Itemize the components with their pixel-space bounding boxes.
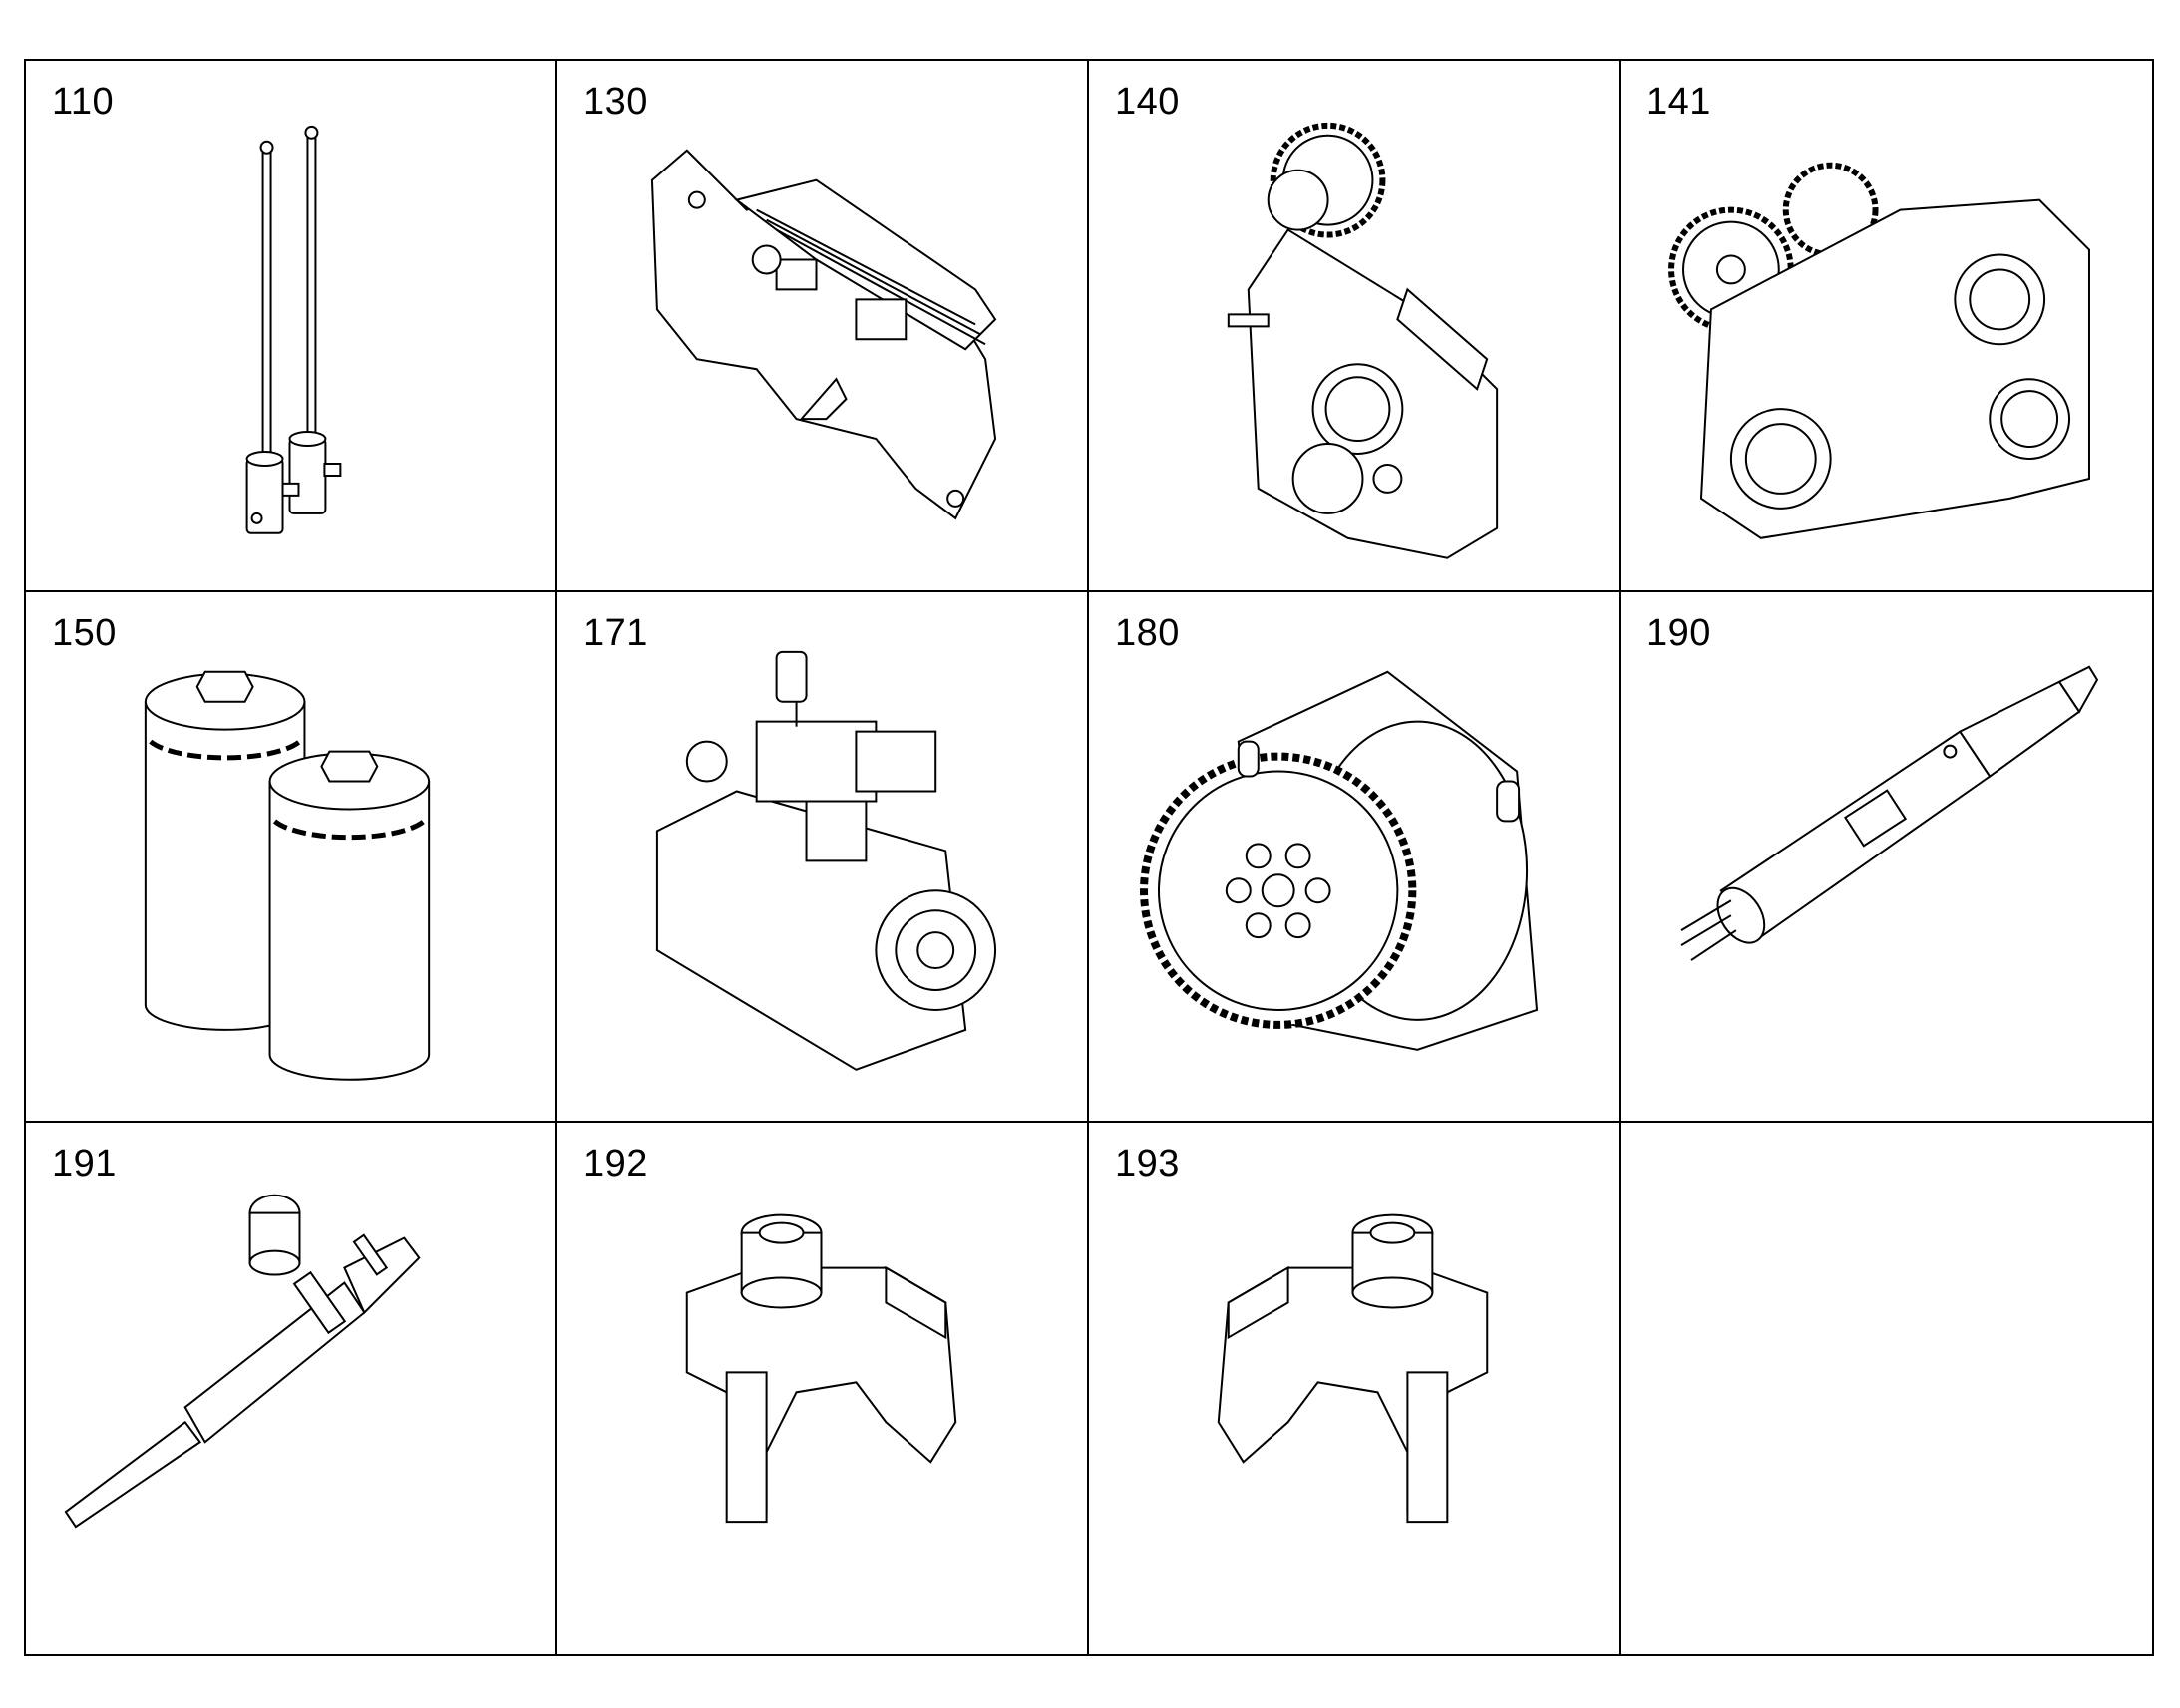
part-cell-130[interactable]: 130 — [557, 61, 1089, 592]
part-number: 130 — [583, 81, 648, 123]
oil-filters-icon — [26, 592, 555, 1122]
part-cell-192[interactable]: 192 — [557, 1123, 1089, 1654]
clamp-fork-icon — [557, 1123, 1087, 1654]
part-cell-140[interactable]: 140 — [1089, 61, 1621, 592]
part-number: 191 — [52, 1143, 117, 1186]
part-cell-191[interactable]: 191 — [26, 1123, 557, 1654]
part-number: 190 — [1646, 611, 1711, 654]
part-cell-141[interactable]: 141 — [1621, 61, 2152, 592]
gear-pump-icon — [1089, 592, 1619, 1122]
push-rods-icon — [26, 61, 555, 590]
gear-housing-icon — [1089, 61, 1619, 590]
clamp-fork-mirrored-icon — [1089, 1123, 1619, 1654]
part-cell-193[interactable]: 193 — [1089, 1123, 1621, 1654]
part-number: 141 — [1646, 81, 1711, 123]
part-number: 180 — [1115, 611, 1180, 654]
part-number: 192 — [583, 1143, 648, 1186]
part-cell-180[interactable]: 180 — [1089, 591, 1621, 1124]
part-number: 193 — [1115, 1143, 1180, 1186]
high-pressure-pump-icon — [557, 592, 1087, 1122]
part-number: 140 — [1115, 81, 1180, 123]
part-cell-171[interactable]: 171 — [557, 591, 1089, 1124]
part-number: 110 — [52, 81, 115, 123]
part-cell-190[interactable]: 190 — [1621, 592, 2152, 1124]
manifold-housing-icon — [557, 61, 1087, 590]
part-number: 171 — [583, 611, 648, 654]
injector-nozzle-icon — [26, 1123, 555, 1654]
gear-housing-assembly-icon — [1621, 61, 2152, 590]
injector-icon — [1621, 592, 2152, 1122]
part-cell-150[interactable]: 150 — [26, 591, 557, 1124]
parts-grid: 110 130 — [24, 59, 2154, 1656]
empty-cell — [1621, 1123, 2152, 1654]
part-number: 150 — [52, 611, 117, 654]
part-cell-110[interactable]: 110 — [26, 61, 557, 592]
